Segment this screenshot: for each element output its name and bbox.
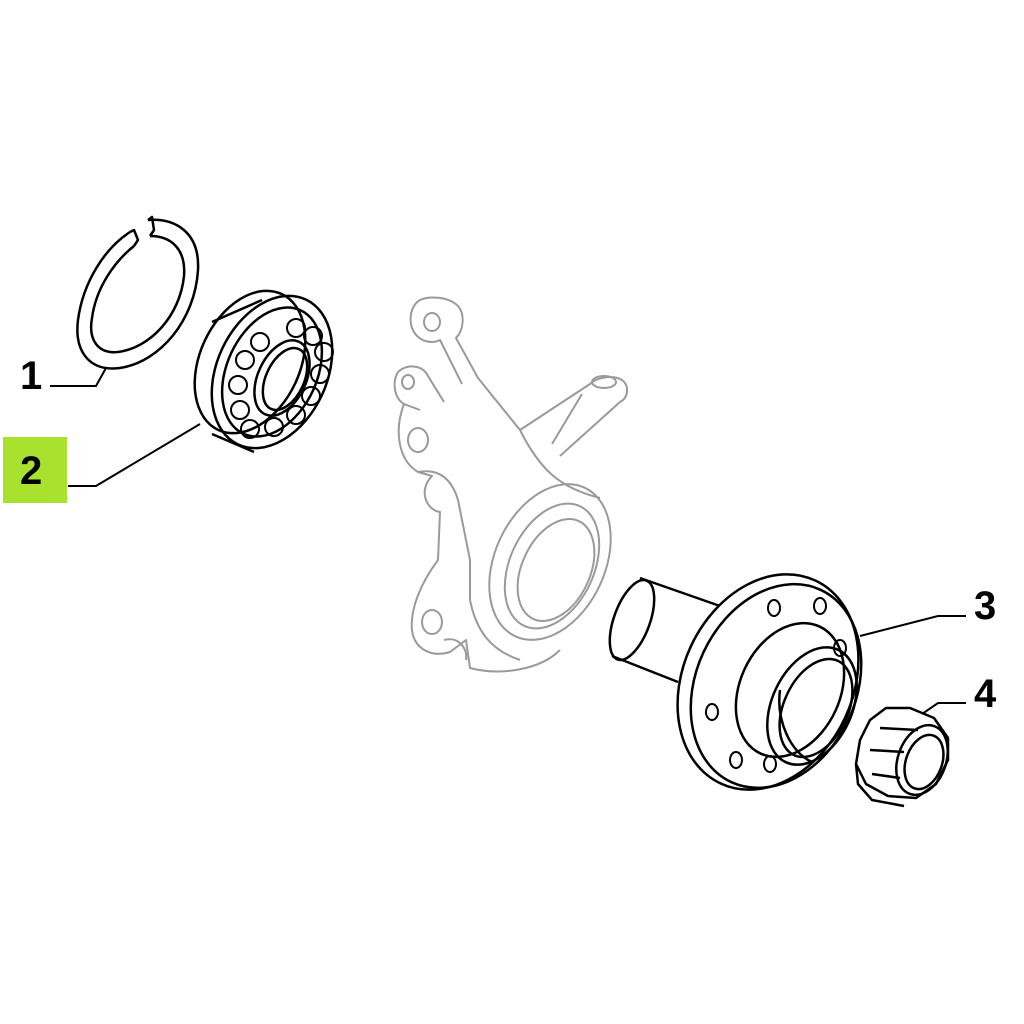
part-wheel-hub[interactable]: [601, 545, 894, 820]
callout-highlight: [3, 437, 67, 503]
leader-line-1: [50, 367, 107, 387]
part-hub-nut[interactable]: [854, 706, 957, 808]
callout-2-label[interactable]: 2: [20, 449, 43, 493]
leader-line-4: [921, 702, 966, 715]
leader-line-3: [859, 615, 966, 637]
callout-1-label[interactable]: 1: [20, 354, 43, 398]
part-snap-ring[interactable]: [76, 215, 200, 370]
leader-lines: [50, 367, 966, 715]
steering-knuckle: [393, 296, 628, 673]
leader-line-2: [68, 423, 201, 487]
callout-3-label[interactable]: 3: [974, 584, 997, 628]
part-wheel-bearing[interactable]: [173, 273, 356, 468]
callout-4-label[interactable]: 4: [974, 672, 997, 716]
